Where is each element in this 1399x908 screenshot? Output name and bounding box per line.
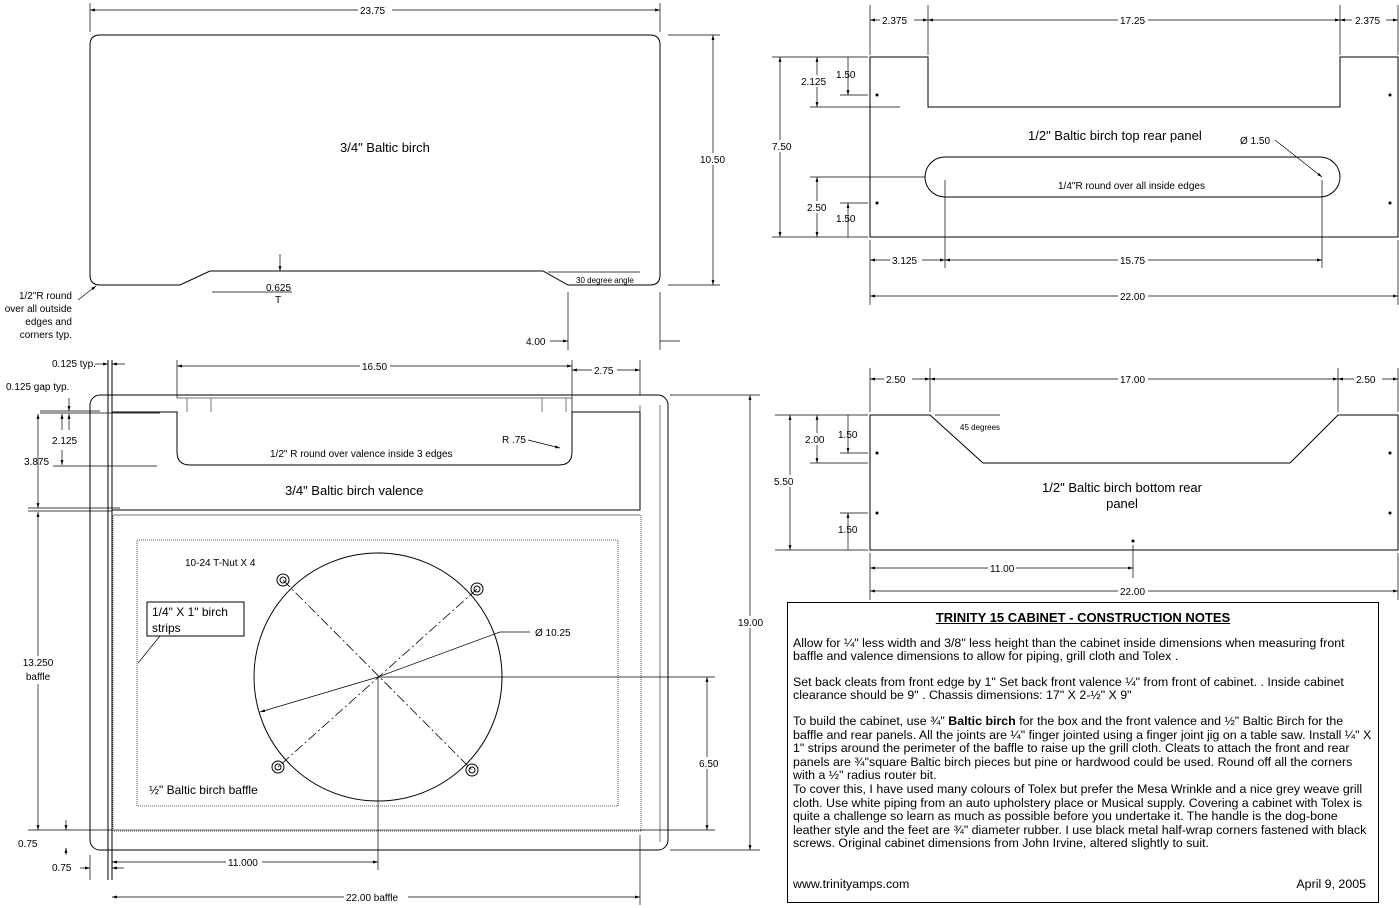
dim-notch-depth: 0.625	[266, 283, 291, 294]
valence-label: 3/4" Baltic birch valence	[285, 483, 423, 498]
dim-2125: 2.125	[52, 436, 77, 447]
svg-text:15.75: 15.75	[1120, 256, 1145, 267]
dim-3875: 3.875	[24, 457, 49, 468]
svg-text:5.50: 5.50	[774, 477, 794, 488]
strips-label: 1/4" X 1" birch	[152, 605, 228, 619]
svg-text:7.50: 7.50	[772, 142, 792, 153]
notes-paragraph-1: Allow for ¼" less width and 3/8" less he…	[793, 635, 1345, 664]
svg-text:17.25: 17.25	[1120, 16, 1145, 27]
dim-gap: 0.125 gap typ.	[6, 382, 69, 393]
slot-note: 1/4"R round over all inside edges	[1058, 181, 1205, 192]
dim-baffle-width: 22.00 baffle	[346, 893, 399, 904]
hole-diameter: Ø 1.50	[1240, 136, 1270, 147]
svg-text:1/2"R round: 1/2"R round	[19, 291, 72, 302]
dim-typ: 0.125 typ.	[52, 359, 96, 370]
svg-text:11.00: 11.00	[990, 564, 1015, 575]
construction-notes: TRINITY 15 CABINET - CONSTRUCTION NOTES …	[787, 602, 1379, 903]
website: www.trinityamps.com	[793, 877, 910, 892]
top-rear-panel-label: 1/2" Baltic birch top rear panel	[1028, 128, 1202, 143]
t-nut-label: 10-24 T-Nut X 4	[185, 558, 256, 569]
svg-text:1.50: 1.50	[838, 430, 858, 441]
svg-text:2.375: 2.375	[1355, 16, 1380, 27]
notes-title: TRINITY 15 CABINET - CONSTRUCTION NOTES	[935, 610, 1231, 625]
svg-text:1.50: 1.50	[838, 525, 858, 536]
svg-text:edges and: edges and	[25, 317, 72, 328]
svg-text:2.50: 2.50	[807, 203, 827, 214]
angle-note-45: 45 degrees	[960, 423, 1000, 432]
angle-note: 30 degree angle	[576, 276, 634, 285]
roundover-note: 1/2"R round over all outside edges and c…	[5, 291, 73, 341]
dim-notch-offset: 4.00	[526, 337, 546, 348]
svg-text:1.50: 1.50	[836, 70, 856, 81]
dim-edge-a: 0.75	[18, 839, 38, 850]
top-panel-label: 3/4" Baltic birch	[340, 140, 430, 155]
svg-text:2.75: 2.75	[594, 366, 614, 377]
svg-text:2.375: 2.375	[882, 16, 907, 27]
notes-paragraph-3: To build the cabinet, use ¾" Baltic birc…	[793, 713, 1372, 783]
dim-center-height: 6.50	[699, 759, 719, 770]
svg-text:corners typ.: corners typ.	[20, 330, 72, 341]
svg-text:22.00: 22.00	[1120, 292, 1145, 303]
svg-text:2.125: 2.125	[801, 77, 826, 88]
bottom-rear-panel-label: 1/2" Baltic birch bottom rear	[1042, 480, 1203, 495]
svg-text:baffle: baffle	[26, 672, 51, 683]
dim-edge-b: 0.75	[52, 863, 72, 874]
svg-text:2.50: 2.50	[1356, 375, 1376, 386]
dim-top-height: 10.50	[700, 155, 725, 166]
svg-text:16.50: 16.50	[362, 362, 387, 373]
top-rear-panel: 1/2" Baltic birch top rear panel 1/4"R r…	[770, 5, 1399, 305]
svg-text:1.50: 1.50	[836, 214, 856, 225]
baffle-label: ½" Baltic birch baffle	[149, 783, 258, 797]
svg-text:T: T	[275, 295, 281, 306]
bottom-rear-panel: 45 degrees 1/2" Baltic birch bottom rear…	[772, 368, 1399, 600]
notes-paragraph-4: To cover this, I have used many colours …	[793, 781, 1367, 851]
top-panel: 3/4" Baltic birch 23.75 10.50 0.625 T 30…	[5, 3, 728, 350]
svg-text:strips: strips	[152, 621, 181, 635]
dim-center-width: 11.000	[228, 858, 258, 869]
date: April 9, 2005	[1296, 877, 1366, 892]
dim-top-width: 23.75	[360, 6, 385, 17]
valence-note: 1/2" R round over valence inside 3 edges	[270, 449, 453, 460]
svg-text:22.00: 22.00	[1120, 587, 1145, 598]
svg-text:panel: panel	[1106, 496, 1138, 511]
notes-paragraph-2: Set back cleats from front edge by 1" Se…	[793, 674, 1344, 703]
speaker-diameter: Ø 10.25	[535, 628, 571, 639]
svg-text:2.00: 2.00	[805, 435, 825, 446]
dim-baffle-height: 13.250	[23, 658, 54, 669]
svg-text:17.00: 17.00	[1120, 375, 1145, 386]
svg-text:over all outside: over all outside	[5, 304, 73, 315]
valence-radius: R .75	[502, 435, 526, 446]
front-view: 1/2" R round over valence inside 3 edges…	[6, 359, 766, 905]
t-nut-holes	[271, 573, 484, 777]
svg-text:2.50: 2.50	[886, 375, 906, 386]
dim-front-height: 19.00	[738, 618, 763, 629]
svg-text:3.125: 3.125	[892, 256, 917, 267]
